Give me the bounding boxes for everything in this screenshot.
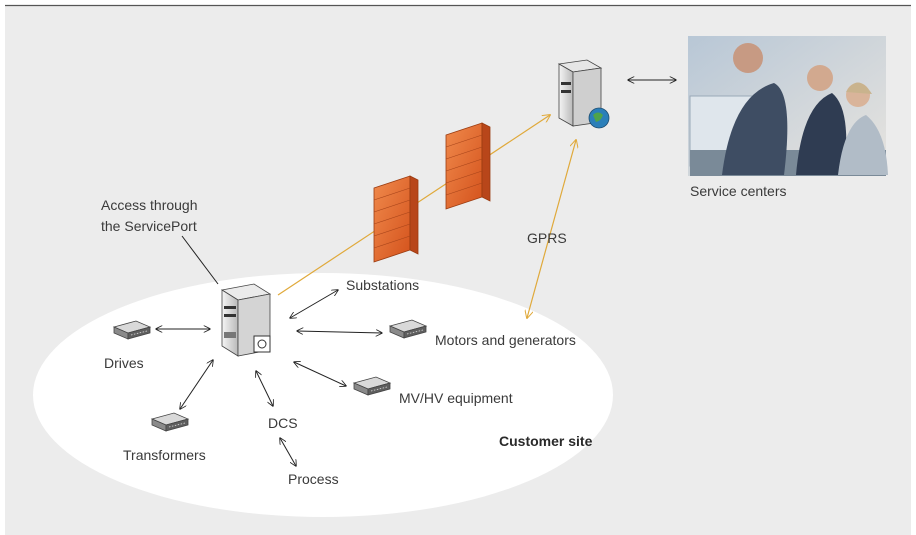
people-photo	[688, 36, 888, 176]
firewall-icon	[445, 122, 491, 210]
arrow-process	[280, 438, 296, 466]
server-globe-icon	[557, 59, 610, 129]
access-label-line2: the ServicePort	[101, 218, 197, 234]
firewall-icon	[373, 175, 419, 263]
server-icon	[220, 283, 272, 357]
callout-line	[181, 235, 219, 285]
arrow-transformers	[180, 360, 213, 409]
transformers-label: Transformers	[123, 447, 206, 463]
customer-site-area	[33, 273, 613, 517]
gprs-link	[527, 140, 576, 318]
dcs-label: DCS	[268, 415, 298, 431]
mvhv-label: MV/HV equipment	[399, 390, 513, 406]
arrow-mvhv	[294, 362, 346, 386]
service-centers-label: Service centers	[690, 183, 786, 199]
drives-label: Drives	[104, 355, 144, 371]
arrow-substations	[290, 290, 338, 318]
gprs-label: GPRS	[527, 230, 567, 246]
customer-site-label: Customer site	[499, 433, 593, 449]
process-label: Process	[288, 471, 339, 487]
access-label-line1: Access through	[101, 197, 198, 213]
arrow-motors	[297, 331, 382, 333]
arrow-dcs	[256, 371, 273, 406]
motors-label: Motors and generators	[435, 332, 576, 348]
substations-label: Substations	[346, 277, 419, 293]
